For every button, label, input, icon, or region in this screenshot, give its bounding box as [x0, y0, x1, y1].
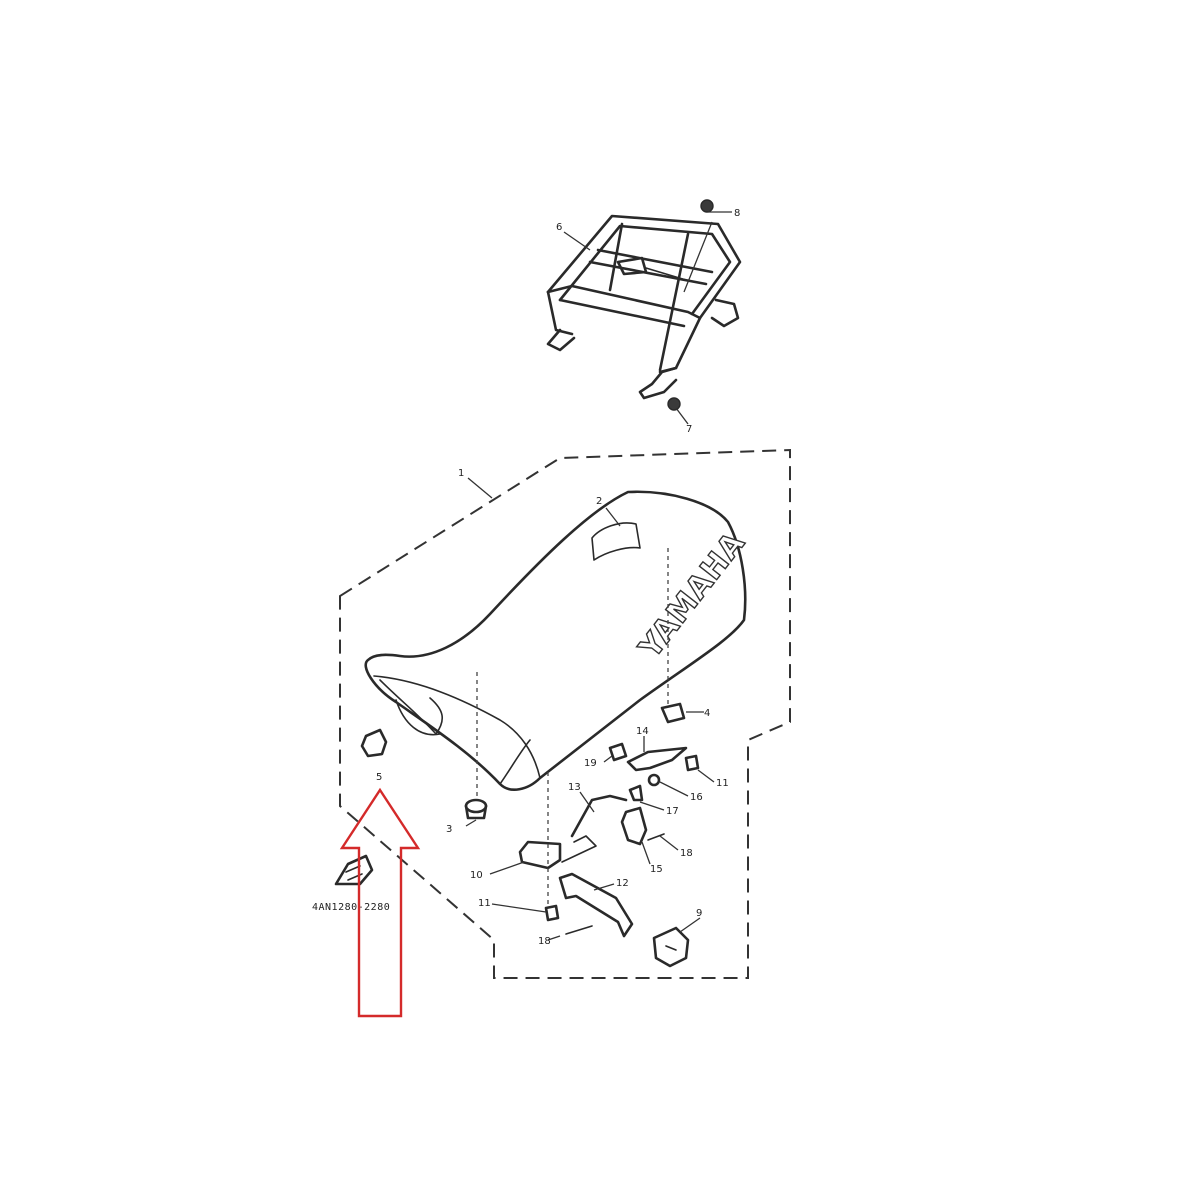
callout-10: 10	[470, 870, 483, 881]
callout-7: 7	[686, 424, 692, 435]
callout-18-right: 18	[680, 848, 693, 859]
callout-17: 17	[666, 806, 679, 817]
callout-2: 2	[596, 496, 602, 507]
callout-8: 8	[734, 208, 740, 219]
callout-14: 14	[636, 726, 649, 737]
callout-15: 15	[650, 864, 663, 875]
leader-lines	[465, 211, 732, 941]
callout-11-left: 11	[478, 898, 491, 909]
callout-9: 9	[696, 908, 702, 919]
yamaha-brand-text: YAMAHA	[632, 526, 752, 666]
callout-11-right: 11	[716, 778, 729, 789]
callout-3: 3	[446, 824, 452, 835]
callout-19: 19	[584, 758, 597, 769]
callout-18-left: 18	[538, 936, 551, 947]
callout-4: 4	[704, 708, 710, 719]
callout-13: 13	[568, 782, 581, 793]
callout-1: 1	[458, 468, 464, 479]
small-parts	[334, 702, 700, 968]
callout-6: 6	[556, 222, 562, 233]
callout-labels: 1 2 3 4 5 6 7 8 9 10 11 11 12 13 14 15 1…	[312, 208, 740, 947]
rear-rack	[546, 199, 742, 411]
seat: YAMAHA	[364, 490, 753, 791]
callout-12: 12	[616, 878, 629, 889]
highlight-arrow	[339, 787, 421, 1018]
part-code-text: 4AN1280-2280	[312, 902, 390, 913]
callout-5: 5	[376, 772, 382, 783]
seat-assembly-boundary	[339, 448, 791, 979]
callout-16: 16	[690, 792, 703, 803]
